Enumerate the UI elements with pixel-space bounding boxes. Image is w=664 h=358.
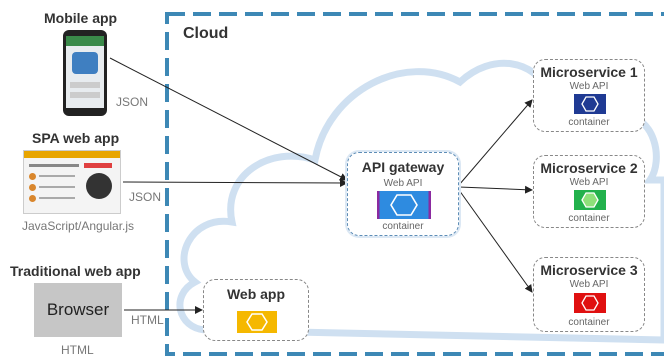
arrow-gateway-to-ms2 [458,185,533,194]
api-gateway-title: API gateway [361,159,445,175]
spa-app-title: SPA web app [32,130,120,146]
spa-protocol-label: JSON [129,190,162,204]
spa-screenshot-image [23,150,121,214]
arrow-gateway-to-ms3 [458,189,533,293]
microservice-3-title: Microservice 3 [540,262,638,278]
webapp-container-icon [237,311,277,333]
arrow-spa-to-gateway [122,178,348,187]
traditional-app-title: Traditional web app [10,263,141,279]
microservice-1-caption: container [568,117,610,128]
api-gateway-container-icon [377,191,431,219]
webapp-box: Web app [203,279,309,341]
cloud-label: Cloud [183,25,229,42]
microservice-1-box: Microservice 1 Web API container [533,59,645,132]
microservice-2-subtitle: Web API [569,177,609,188]
traditional-html-caption: HTML [61,343,94,357]
api-gateway-subtitle: Web API [383,178,423,189]
microservice-2-container-icon [574,190,606,210]
browser-label: Browser [46,300,110,319]
microservice-2-box: Microservice 2 Web API container [533,155,645,228]
browser-protocol-label: HTML [131,313,164,327]
mobile-app-title: Mobile app [44,10,118,26]
cloud-boundary [165,12,664,356]
browser-box: Browser [34,283,122,337]
microservice-2-title: Microservice 2 [540,160,638,176]
arrow-gateway-to-ms1 [458,99,533,186]
microservice-3-container-icon [574,293,606,313]
microservice-3-box: Microservice 3 Web API container [533,257,645,332]
webapp-title: Web app [226,286,286,302]
mobile-phone-image [63,30,107,116]
microservice-3-caption: container [568,317,610,328]
mobile-protocol-label: JSON [116,95,149,109]
microservice-1-container-icon [574,94,606,114]
api-gateway-box: API gateway Web API container [347,152,459,236]
arrow-mobile-to-gateway [109,57,348,181]
api-gateway-caption: container [382,221,424,232]
microservice-3-subtitle: Web API [569,279,609,290]
microservice-1-subtitle: Web API [569,81,609,92]
microservice-2-caption: container [568,213,610,224]
microservice-1-title: Microservice 1 [540,64,638,80]
spa-tech-caption: JavaScript/Angular.js [22,219,135,233]
